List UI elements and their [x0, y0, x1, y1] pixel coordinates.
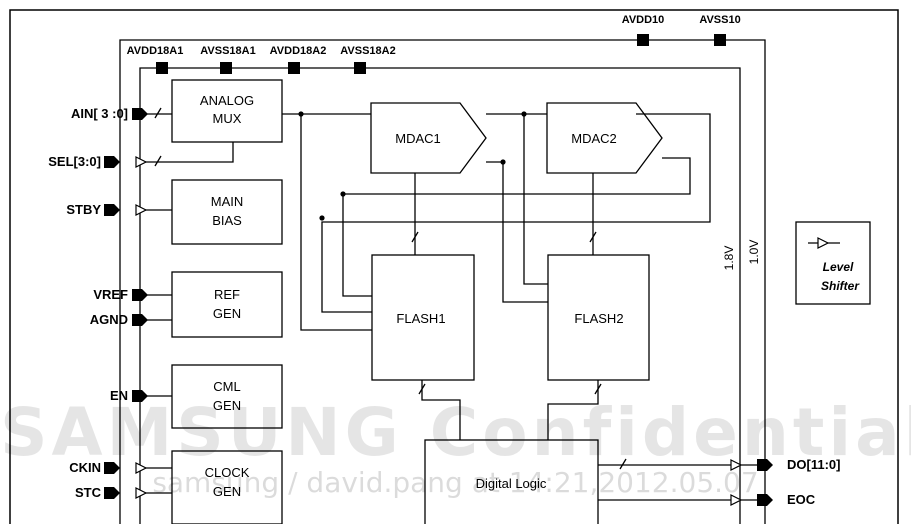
- stc-pin-label: STC: [75, 485, 102, 500]
- ckin-pin-label: CKIN: [69, 460, 101, 475]
- digital-logic-label: Digital Logic: [476, 476, 547, 491]
- avdd18a1-label: AVDD18A1: [127, 45, 184, 57]
- analog-mux-box: [171, 79, 283, 143]
- analog-mux-label-2: MUX: [213, 111, 242, 126]
- eoc-pin-label: EOC: [787, 492, 816, 507]
- main-bias-label-2: BIAS: [212, 213, 242, 228]
- cml-gen-label-2: GEN: [213, 398, 241, 413]
- main-bias-box: [171, 179, 283, 245]
- ref-gen-box: [171, 271, 283, 338]
- avss10-label: AVSS10: [699, 14, 740, 26]
- agnd-pin-label: AGND: [90, 312, 128, 327]
- ref-gen-label-2: GEN: [213, 306, 241, 321]
- avdd18a2-label: AVDD18A2: [270, 45, 327, 57]
- flash1-box: [371, 254, 475, 381]
- vref-pin-label: VREF: [93, 287, 128, 302]
- supply-pads: [156, 34, 726, 74]
- flash1-label: FLASH1: [396, 311, 445, 326]
- mdac2-label: MDAC2: [571, 131, 617, 146]
- cml-gen-box: [171, 364, 283, 429]
- clock-gen-label-2: GEN: [213, 484, 241, 499]
- main-bias-label-1: MAIN: [211, 194, 244, 209]
- inner-boundary-1v0: [119, 39, 766, 524]
- mdac1-box: [370, 102, 487, 174]
- mdac1-label: MDAC1: [395, 131, 441, 146]
- ref-gen-label-1: REF: [214, 287, 240, 302]
- ain-pin-label: AIN[ 3 :0]: [71, 106, 128, 121]
- analog-mux-label-1: ANALOG: [200, 93, 254, 108]
- legend-label-2: Shifter: [821, 279, 860, 293]
- legend-label-1: Level: [823, 260, 854, 274]
- input-pads: [104, 108, 148, 499]
- sel-pin-label: SEL[3:0]: [48, 154, 101, 169]
- stby-pin-label: STBY: [66, 202, 101, 217]
- do-pin-label: DO[11:0]: [787, 457, 840, 472]
- chip-outline: [9, 9, 899, 529]
- clock-gen-label-1: CLOCK: [205, 465, 250, 480]
- digital-logic-box: [424, 439, 599, 529]
- rail-1v8-label: 1.8V: [722, 246, 736, 271]
- legend-box: [795, 221, 871, 305]
- cml-gen-label-1: CML: [213, 379, 240, 394]
- en-pin-label: EN: [110, 388, 128, 403]
- output-pads: [757, 459, 773, 506]
- mdac2-box: [546, 102, 663, 174]
- avss18a2-label: AVSS18A2: [340, 45, 395, 57]
- avss18a1-label: AVSS18A1: [200, 45, 255, 57]
- avdd10-label: AVDD10: [622, 14, 665, 26]
- rail-1v0-label: 1.0V: [747, 240, 761, 265]
- flash2-label: FLASH2: [574, 311, 623, 326]
